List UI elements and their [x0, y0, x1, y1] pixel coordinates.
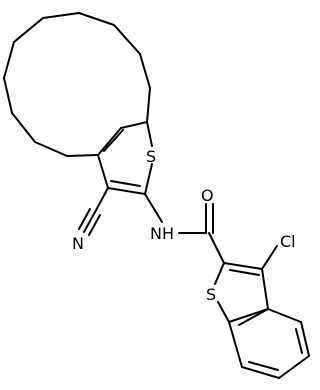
bond: [144, 193, 163, 223]
bond: [261, 268, 269, 310]
thiophene-ring: [97, 121, 153, 195]
bond: [42, 12, 80, 19]
bond: [241, 366, 280, 379]
bond: [267, 308, 302, 323]
nitrile-group: [78, 187, 109, 236]
bond: [120, 121, 148, 129]
bond: [261, 245, 278, 270]
bond: [83, 211, 96, 233]
bond: [144, 163, 153, 195]
benzothiophene-ring: [214, 245, 310, 379]
bond: [94, 187, 109, 213]
oxygen-atom-label: O: [201, 186, 214, 205]
bond: [146, 121, 153, 147]
bond: [103, 129, 124, 152]
bond: [146, 87, 151, 123]
bond: [107, 187, 146, 195]
bond: [295, 328, 303, 354]
bond: [223, 262, 263, 270]
nitrile-nitrogen-label: N: [72, 234, 84, 253]
bond: [66, 154, 99, 157]
bond: [97, 154, 109, 189]
bond: [97, 127, 122, 156]
bond: [34, 141, 68, 157]
cyclododecane-ring: [3, 12, 151, 157]
bond: [3, 77, 13, 114]
bond: [228, 308, 269, 323]
amide-nitrogen-label: NH: [150, 224, 174, 243]
sulfur-atom-label: S: [206, 285, 216, 304]
bond: [88, 214, 101, 236]
atom-labels: S O NH N Cl S: [72, 147, 296, 304]
bond: [228, 321, 243, 368]
bond: [300, 321, 310, 357]
molecule-structure: S O NH N Cl S: [3, 12, 310, 379]
bond: [110, 180, 141, 187]
bond: [238, 308, 269, 326]
chlorine-atom-label: Cl: [280, 232, 296, 251]
bond: [13, 17, 44, 43]
bond: [3, 41, 15, 79]
bond: [278, 355, 310, 379]
bond: [78, 12, 115, 26]
amide-linkage: [144, 193, 225, 264]
sulfur-atom-label: S: [146, 147, 156, 166]
bond: [139, 53, 151, 89]
bond: [214, 262, 225, 285]
bond: [11, 112, 36, 143]
bond: [78, 208, 91, 230]
bond: [248, 361, 279, 371]
bond: [229, 269, 260, 276]
bond: [217, 301, 230, 323]
bond: [113, 24, 141, 55]
bond: [208, 232, 225, 264]
